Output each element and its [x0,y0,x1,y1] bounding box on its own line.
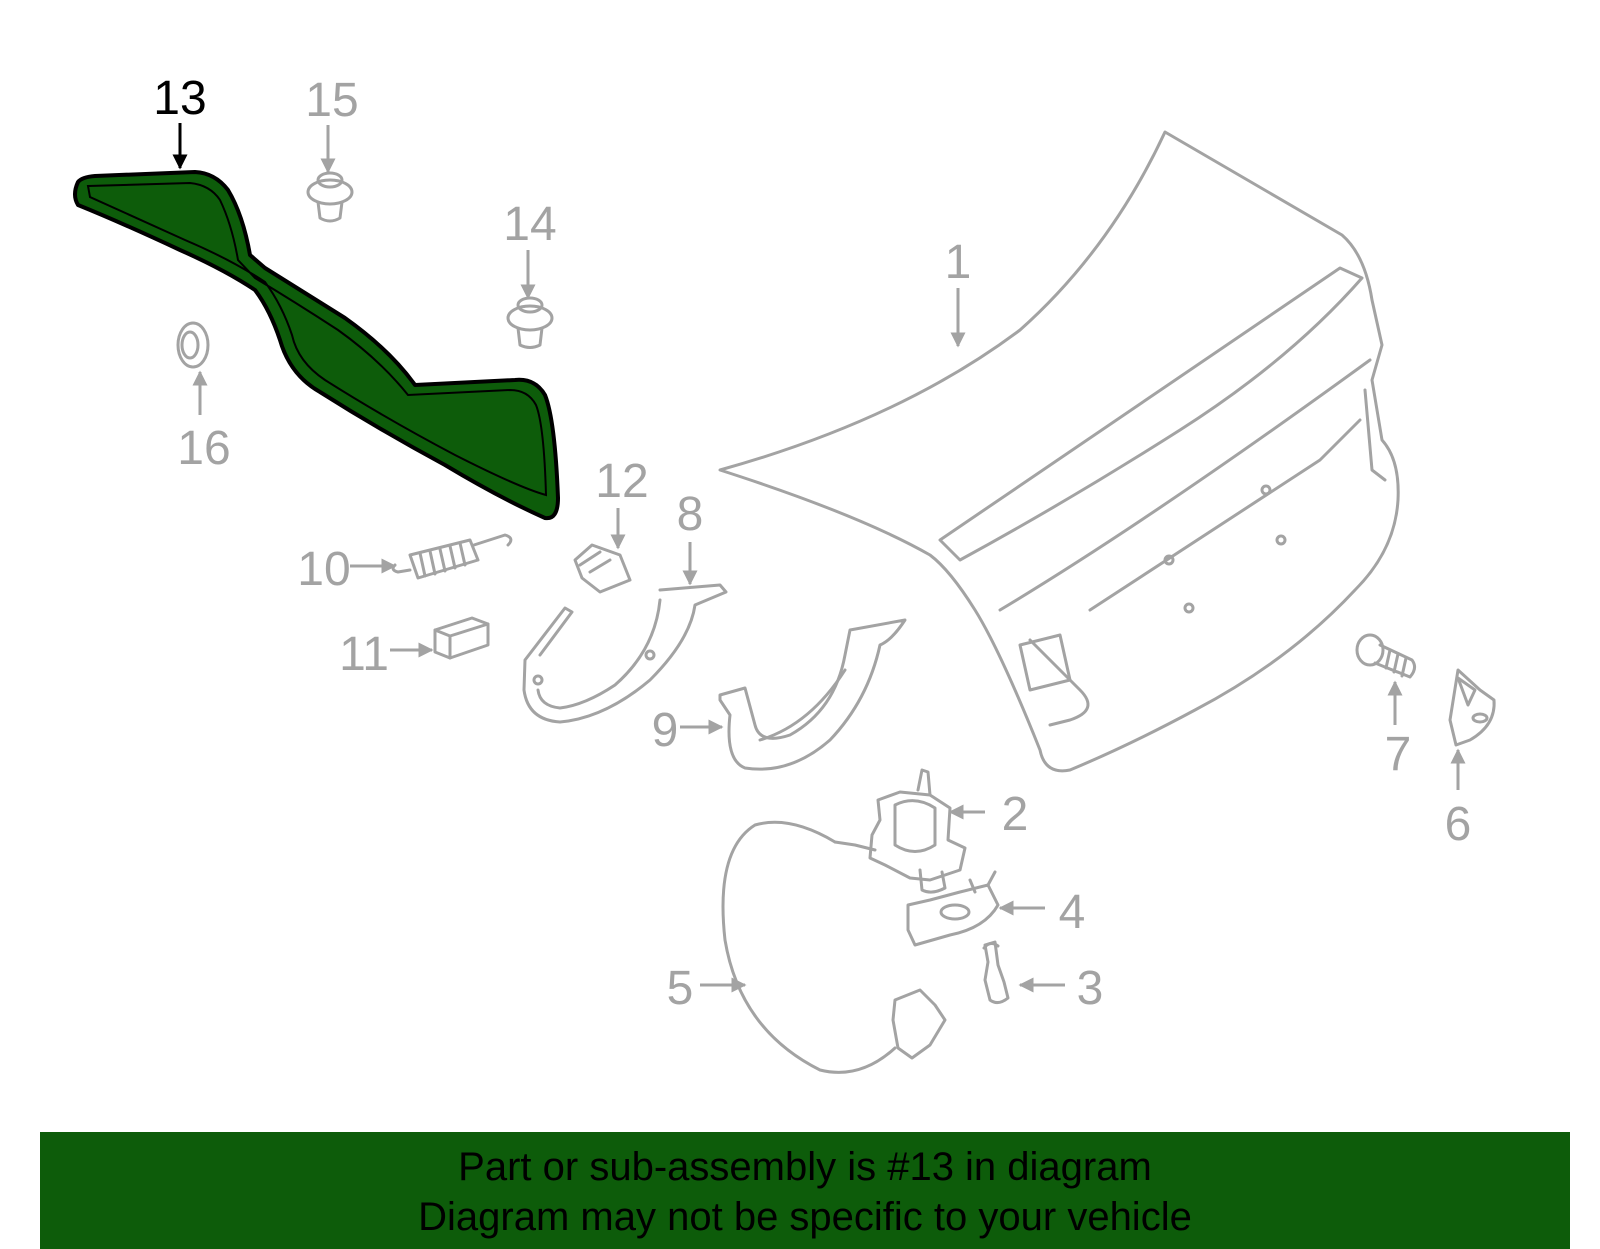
callout-11[interactable]: 11 [339,628,389,681]
callout-3[interactable]: 3 [1077,962,1104,1015]
banner-line-disclaimer: Diagram may not be specific to your vehi… [418,1195,1192,1239]
part-15-grommet[interactable] [306,171,354,223]
callout-9[interactable]: 9 [652,704,679,757]
part-3-stud[interactable] [982,940,1010,1005]
part-1-trunk-lid[interactable] [718,130,1400,773]
callout-14[interactable]: 14 [503,198,556,251]
part-7-screw[interactable] [1355,633,1417,679]
callout-13[interactable]: 13 [153,72,206,125]
callout-1[interactable]: 1 [945,236,972,289]
callout-12[interactable]: 12 [595,455,648,508]
part-4-latch-bracket[interactable] [906,870,1000,947]
callout-4[interactable]: 4 [1059,886,1086,939]
banner-line-part: Part or sub-assembly is #13 in diagram [458,1145,1152,1189]
part-8-hinge-arm[interactable] [522,583,728,724]
part-5-release-cable[interactable] [721,820,947,1074]
callout-7[interactable]: 7 [1385,728,1412,781]
callout-6[interactable]: 6 [1445,798,1472,851]
callout-15[interactable]: 15 [305,74,358,127]
part-14-grommet[interactable] [506,296,554,349]
part-11-bumper[interactable] [433,616,490,660]
part-9-hinge-bracket[interactable] [718,618,907,771]
callout-8[interactable]: 8 [677,488,704,541]
part-12-clip[interactable] [573,543,632,594]
part-10-spring[interactable] [391,533,513,580]
callout-5[interactable]: 5 [667,962,694,1015]
part-13-weatherstrip[interactable] [73,170,560,521]
callout-10[interactable]: 10 [297,543,350,596]
part-2-lock-actuator[interactable] [868,768,967,894]
part-6-bracket[interactable] [1448,668,1496,747]
info-banner: Part or sub-assembly is #13 in diagram D… [40,1132,1570,1249]
callout-16[interactable]: 16 [177,422,230,475]
callout-2[interactable]: 2 [1002,788,1029,841]
part-16-plug[interactable] [176,321,210,369]
